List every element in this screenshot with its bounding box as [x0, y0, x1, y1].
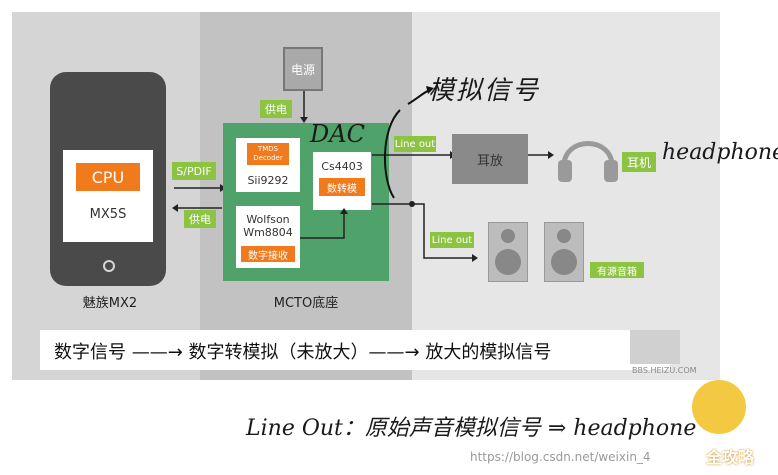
blog-url: https://blog.csdn.net/weixin_4: [470, 450, 651, 464]
headphone-icon: [558, 141, 618, 182]
earphone-tag: 耳机: [622, 152, 656, 172]
receiver-to-dac-arrow: [300, 208, 348, 239]
lineout-note: Line Out：原始声音模拟信号 ⇒ headphone: [246, 416, 697, 441]
headphone-amp-box: 耳放: [452, 134, 528, 184]
wolfson-label: Wolfson Wm8804: [243, 213, 293, 239]
dock-caption: MCTO底座: [273, 295, 339, 311]
power-tag-top: 供电: [260, 100, 292, 118]
power-tag-left: 供电: [184, 210, 216, 228]
power-source-box: 电源: [283, 47, 323, 91]
signal-flow-text: 数字信号 ——→ 数字转模拟（未放大）——→ 放大的模拟信号: [54, 342, 552, 363]
dac-label: 数转模: [319, 178, 365, 196]
output-wiring: [372, 86, 554, 262]
headphone-handwritten: headphone: [662, 140, 778, 165]
brand-text: 全攻略: [706, 448, 755, 467]
phone-caption: 魅族MX2: [82, 295, 138, 311]
tmds-label: TMDS Decoder: [247, 143, 289, 165]
analog-handwritten: 模拟信号: [428, 76, 541, 106]
sii-label: Sii9292: [247, 173, 289, 187]
power-down-arrow: [300, 91, 308, 123]
watermark-site: BBS.HEIZU.COM: [632, 366, 697, 375]
speaker-left-icon: [488, 222, 528, 282]
brand-badge-icon: [692, 380, 746, 434]
cpu-label: CPU: [76, 163, 140, 191]
home-button: [103, 260, 115, 272]
panel-output: [412, 12, 720, 380]
speaker-right-icon: [544, 222, 584, 282]
lineout-tag-headphone: Line out: [394, 136, 436, 152]
signal-banner: [40, 330, 670, 370]
watermark-logo: [630, 330, 680, 364]
receiver-label: 数字接收: [241, 246, 295, 262]
chip-label: MX5S: [89, 206, 127, 222]
spdif-tag: S/PDIF: [172, 162, 216, 180]
speakers-tag: 有源音箱: [590, 262, 644, 278]
dac-handwritten: DAC: [310, 120, 365, 148]
lineout-tag-speakers: Line out: [430, 232, 474, 248]
cs-label: Cs4403: [321, 159, 363, 173]
